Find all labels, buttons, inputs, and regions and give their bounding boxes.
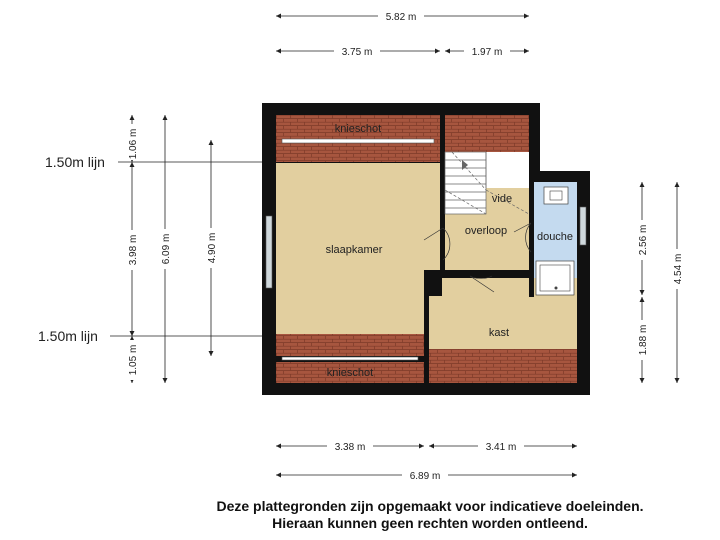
label-vide: vide	[492, 193, 512, 205]
wall-kast-left	[424, 296, 429, 383]
douche-fixtures	[535, 186, 575, 296]
label-knieschot-bottom: knieschot	[327, 367, 373, 379]
label-kast: kast	[489, 327, 509, 339]
dimension-left-top: 1.06 m	[125, 115, 139, 162]
dim-left-top: 1.06 m	[128, 129, 139, 160]
dim-top-total: 5.82 m	[386, 12, 417, 23]
label-douche: douche	[537, 231, 573, 243]
dim-right-top: 2.56 m	[638, 225, 649, 256]
knieschot-lines	[281, 138, 435, 361]
disclaimer-line-2: Hieraan kunnen geen rechten worden ontle…	[272, 515, 588, 531]
dimension-left-bottom: 1.05 m	[125, 336, 139, 383]
wall-douche-left	[529, 182, 534, 297]
dim-left-total: 6.09 m	[161, 234, 172, 265]
height-line-top-label: 1.50m lijn	[45, 154, 105, 170]
dimension-right-total: 4.54 m	[670, 182, 684, 383]
wall-kast-top	[442, 272, 534, 278]
roof-slope-bottom-right	[429, 349, 577, 383]
window-right	[579, 206, 587, 246]
staircase	[444, 151, 530, 215]
disclaimer: Deze plattegronden zijn opgemaakt voor i…	[130, 498, 720, 532]
dimension-bottom-left: 3.38 m	[276, 439, 424, 453]
height-line-bottom-label: 1.50m lijn	[38, 328, 98, 344]
dimension-right-bottom: 1.88 m	[635, 297, 649, 383]
dim-bottom-left: 3.38 m	[335, 442, 366, 453]
dimension-left-inner: 4.90 m	[204, 140, 218, 356]
disclaimer-line-1: Deze plattegronden zijn opgemaakt voor i…	[216, 498, 644, 514]
shower-tray	[535, 260, 575, 296]
dim-left-bottom: 1.05 m	[128, 345, 139, 376]
building	[262, 103, 590, 395]
dimension-bottom-total: 6.89 m	[276, 468, 577, 482]
doors	[423, 222, 532, 293]
dim-bottom-total: 6.89 m	[410, 471, 441, 482]
dim-left-inner: 4.90 m	[207, 233, 218, 264]
dimension-top-left: 3.75 m	[276, 44, 440, 58]
height-line-bottom: 1.50m lijn	[38, 328, 262, 344]
dim-left-mid: 3.98 m	[128, 235, 139, 266]
roof-slope-top-left	[276, 115, 440, 162]
slaapkamer-floor	[276, 163, 440, 334]
sink	[543, 186, 569, 205]
dim-right-total: 4.54 m	[673, 254, 684, 285]
wall-slaapkamer-right	[440, 160, 445, 270]
dim-top-left: 3.75 m	[342, 47, 373, 58]
dim-top-right: 1.97 m	[472, 47, 503, 58]
overloop-floor	[445, 214, 529, 270]
label-slaapkamer: slaapkamer	[326, 244, 383, 256]
dimension-left-total: 6.09 m	[158, 115, 172, 383]
dim-right-bottom: 1.88 m	[638, 325, 649, 356]
window-left	[265, 215, 273, 289]
wall-corner-block	[424, 270, 442, 296]
dim-bottom-right: 3.41 m	[486, 442, 517, 453]
roof-slope-top-right	[445, 115, 529, 152]
dimension-top-right: 1.97 m	[445, 44, 529, 58]
height-line-top: 1.50m lijn	[45, 154, 262, 170]
dimension-bottom-right: 3.41 m	[429, 439, 577, 453]
dimension-right-top: 2.56 m	[635, 182, 649, 295]
dimension-left-mid: 3.98 m	[125, 162, 139, 336]
label-overloop: overloop	[465, 225, 507, 237]
label-knieschot-top: knieschot	[335, 123, 381, 135]
dimension-top-total: 5.82 m	[276, 9, 529, 23]
